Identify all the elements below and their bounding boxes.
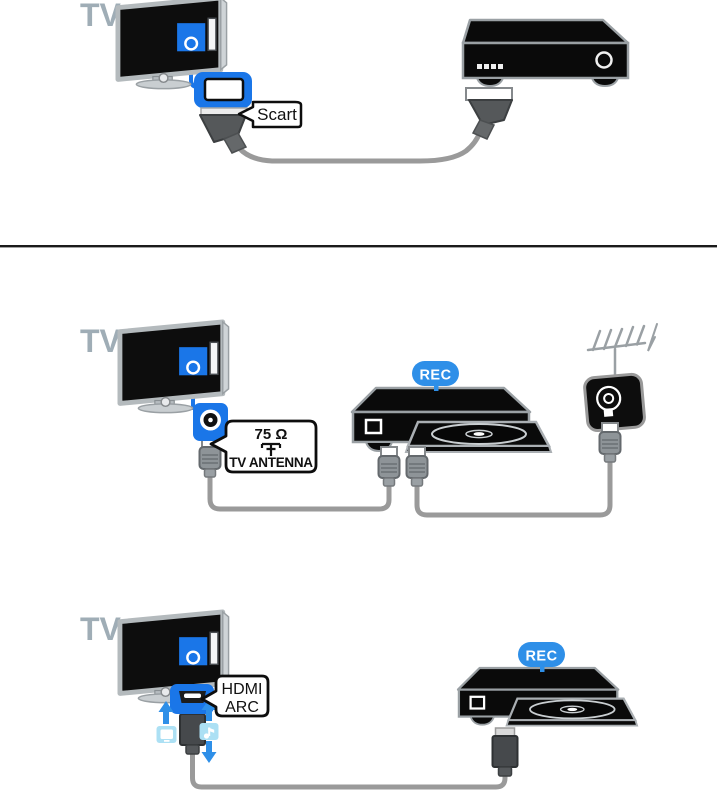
scart-callout: Scart [237, 100, 303, 129]
video-up-arrow-icon [158, 701, 174, 724]
wall-antenna [583, 323, 658, 463]
tv-label: TV [80, 323, 122, 359]
scart-plug-device-side [465, 87, 513, 140]
arc-signal-arrows [156, 699, 219, 763]
led-indicators-icon [477, 64, 503, 69]
recorder-illustration [350, 386, 553, 454]
scart-socket [194, 72, 252, 108]
rec-badge: REC [518, 642, 565, 672]
scart-plug [199, 107, 248, 154]
antenna-symbol-icon [260, 442, 282, 456]
rec-badge-label: REC [525, 649, 557, 665]
hdmi-plug-recorder-side [491, 727, 519, 777]
antenna-socket [193, 403, 228, 441]
rec-badge: REC [412, 361, 459, 391]
rec-badge-label: REC [419, 368, 451, 384]
power-button-icon [595, 51, 613, 69]
scart-callout-label: Scart [257, 105, 297, 124]
video-icon [156, 726, 177, 743]
set-top-box [461, 18, 630, 88]
coax-plug-recorder-right [405, 446, 429, 487]
scart-cable [236, 129, 483, 164]
section-hdmi-arc: TV [80, 611, 639, 790]
hdmi-callout-line1: HDMI [222, 681, 263, 698]
antenna-cable-tv-to-recorder [207, 474, 392, 512]
aerial-icon [586, 323, 658, 379]
section-scart: TV [80, 0, 630, 164]
antenna-cable-recorder-to-antenna [414, 459, 613, 518]
tv-label: TV [80, 0, 122, 33]
recorder-illustration [456, 666, 639, 727]
antenna-callout-label: TV ANTENNA [229, 455, 313, 470]
hdmi-cable [190, 751, 508, 790]
tv-label: TV [80, 611, 122, 647]
hdmi-callout-line2: ARC [225, 699, 259, 716]
section-antenna: TV 75 Ω TV ANTENNA REC [80, 322, 658, 518]
antenna-callout: 75 Ω TV ANTENNA [209, 419, 318, 474]
music-note-icon [199, 723, 219, 740]
audio-down-arrow-icon [201, 741, 217, 763]
antenna-impedance-label: 75 Ω [255, 426, 288, 443]
tv-illustration [120, 322, 229, 413]
hdmi-arc-socket [170, 684, 214, 714]
section-divider [0, 245, 717, 248]
coax-plug-antenna-side [598, 422, 622, 463]
coax-plug-recorder-left [377, 446, 401, 487]
hdmi-arc-callout: HDMI ARC [200, 674, 270, 718]
